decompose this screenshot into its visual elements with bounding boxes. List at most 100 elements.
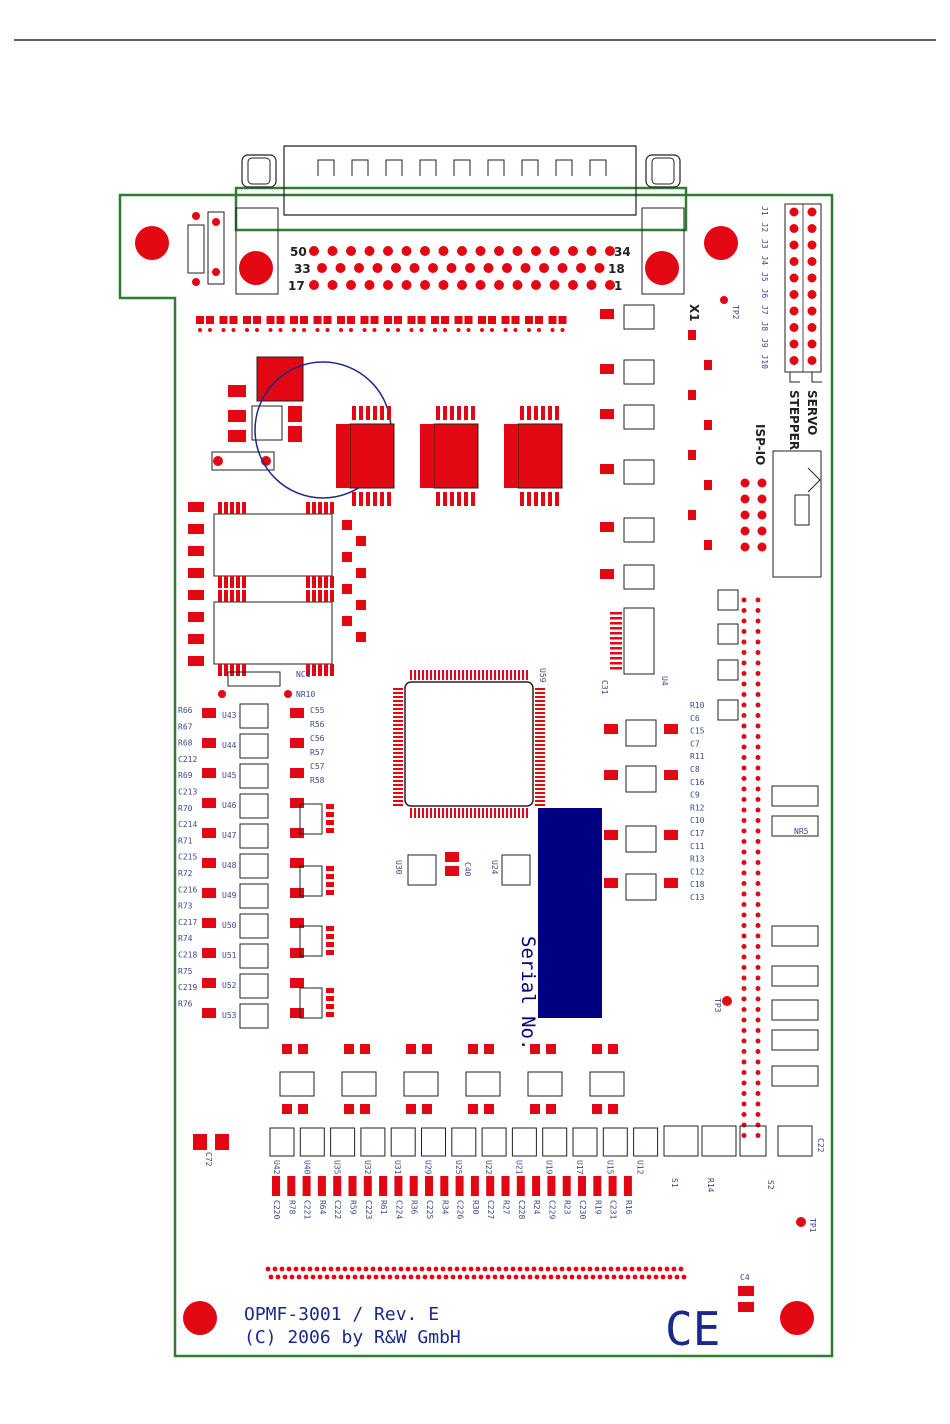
driver-pin (312, 664, 316, 676)
via (755, 650, 761, 655)
edge-pin (377, 1266, 383, 1272)
ic-label: U44 (222, 741, 237, 750)
edge-pin (363, 1266, 369, 1272)
so-ic-pin (457, 406, 461, 420)
smd-pad (326, 942, 334, 947)
edge-pin (352, 1274, 358, 1280)
edge-pin (681, 1274, 687, 1280)
jumper-pin (789, 207, 799, 217)
driver-pin (306, 576, 310, 588)
via (284, 690, 292, 698)
so-ic-body (517, 423, 563, 489)
diode-pad (384, 316, 392, 324)
smd-pad (546, 1104, 556, 1114)
jumper-pin (807, 356, 817, 365)
smd-pad (600, 309, 614, 319)
via (490, 328, 494, 332)
left-label: R72 (178, 869, 193, 878)
smd-pad (422, 1104, 432, 1114)
qfp-pin (393, 760, 403, 762)
via (741, 954, 747, 960)
mounting-hole-top-3 (645, 251, 679, 285)
via (755, 755, 761, 760)
qfp-pin (414, 670, 416, 680)
bottom-ic-label: U17 (575, 1160, 584, 1175)
smd-pad (202, 738, 216, 748)
bottom-r-label: C230 (578, 1200, 587, 1219)
connector-pin (549, 280, 560, 290)
left-label: R74 (178, 934, 193, 943)
bottom-r-label: R19 (593, 1200, 602, 1215)
via (755, 1007, 761, 1012)
connector-pin (512, 246, 523, 256)
qfp-pin (422, 808, 424, 818)
bottom-r-label: R27 (502, 1200, 511, 1215)
nr1-label: NR5 (794, 827, 809, 836)
smd-pad (342, 616, 352, 626)
jumper-pin (807, 257, 817, 266)
diode-pad (196, 316, 204, 324)
via (741, 1007, 747, 1012)
board-outline (118, 193, 834, 1358)
via (741, 818, 747, 823)
edge-pin (545, 1266, 551, 1272)
so-ic-pin (359, 492, 363, 506)
via (755, 786, 761, 792)
via (755, 1017, 761, 1023)
c40-label: C40 (463, 862, 472, 877)
ce-mark: CE (665, 1302, 720, 1356)
c72-label: C72 (204, 1152, 213, 1167)
bottom-r-label: R64 (318, 1200, 327, 1215)
via (208, 328, 212, 332)
qfp-pin (535, 800, 545, 802)
via (755, 996, 761, 1002)
via (741, 1070, 747, 1075)
connector-pin (475, 280, 486, 290)
smd-pad (664, 878, 678, 888)
qfp-pin (506, 808, 508, 818)
driver-pin (236, 664, 240, 676)
bottom-ic-label: U19 (545, 1160, 554, 1175)
via (755, 807, 761, 813)
edge-pin (293, 1266, 299, 1272)
via (741, 828, 747, 834)
smd-pad (326, 874, 334, 879)
resistor-pad (272, 1176, 280, 1196)
qfp-pin (470, 808, 472, 818)
via (755, 702, 761, 708)
so-ic-pin (555, 492, 559, 506)
opto-body (299, 987, 323, 1019)
tp3 (722, 996, 732, 1006)
edge-pin (279, 1266, 285, 1272)
via (755, 639, 761, 645)
connector-pin (594, 263, 605, 273)
qfp-pin (393, 776, 403, 778)
bottom-ic (421, 1127, 446, 1157)
right-ic (625, 719, 657, 747)
smd-pad (704, 420, 712, 430)
isp-pin (740, 542, 750, 552)
edge-pin (555, 1274, 561, 1280)
qfp-pin (462, 670, 464, 680)
via (755, 912, 761, 918)
qfp-pin (478, 670, 480, 680)
via (755, 1059, 761, 1065)
diode-pad (370, 316, 379, 324)
qfp-pin (446, 808, 448, 818)
connector-pin (317, 263, 327, 273)
connector-pin (327, 280, 338, 290)
edge-pin (265, 1266, 271, 1272)
qfp-pin (502, 670, 504, 680)
via (741, 944, 747, 949)
pin-label-33: 33 (294, 262, 311, 276)
left-label: R71 (178, 836, 193, 845)
bottom-ic-label: U22 (484, 1160, 493, 1175)
edge-pin (580, 1266, 586, 1272)
qfp-pin (535, 788, 545, 790)
edge-pin (345, 1274, 351, 1280)
connector-pin (568, 246, 578, 256)
driver-pin (318, 576, 322, 588)
edge-pin (636, 1266, 642, 1272)
connector-tooth (351, 159, 369, 176)
